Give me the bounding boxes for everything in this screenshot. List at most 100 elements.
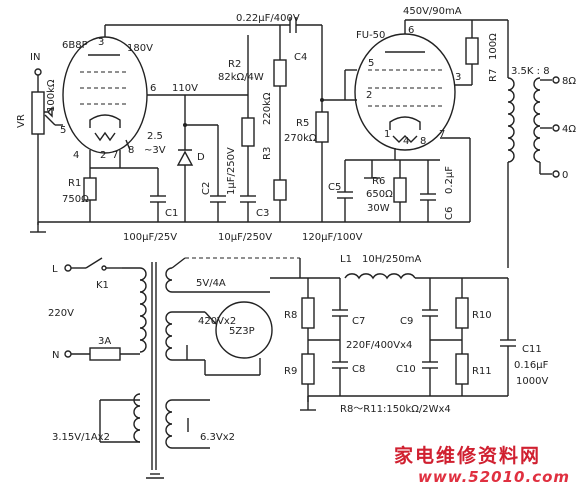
v1-pin6-label: 6 [150,83,156,94]
c5-value-label: 120μF/100V [302,232,363,243]
r10-label: R10 [472,310,492,321]
rect-label: 5Z3P [229,326,255,337]
r6-power-label: 30W [367,203,390,214]
c6-label: C6 [444,207,455,220]
tap-0-label: 0 [562,170,568,181]
r5-label: R5 [296,118,309,129]
vr-potentiometer [31,91,45,135]
l1-value-label: 10H/250mA [362,254,421,265]
tap-4-terminal [552,124,560,132]
v2-type-label: FU-50 [356,30,385,41]
r3-label: R3 [262,147,273,160]
v2-pin1-label: 1 [384,129,390,140]
r3-value-label: 220kΩ [262,92,273,125]
r2-resistor [273,59,287,87]
tap-8-terminal [552,76,560,84]
v1-plate-voltage-label: 180V [127,43,153,54]
v2-pin7-label: 7 [439,129,445,140]
output-transformer-primary [507,77,515,163]
r11-resistor [455,353,469,385]
r5-value-label: 270kΩ [284,133,317,144]
c7-label: C7 [352,316,365,327]
r6-value-label: 650Ω [366,189,393,200]
v2-pin3-label: 3 [455,72,461,83]
v1-pin8-label: 8 [128,145,134,156]
fil1-label: 3.15V/1Ax2 [52,432,110,443]
r7-value-label: 100Ω [488,33,499,60]
vr-label: VR [16,114,27,128]
bias-label: 2.5 [147,131,163,142]
tube-6b8p-internals [80,54,126,142]
c11-voltage-label: 1000V [516,376,548,387]
v2-pin6-label: 6 [408,25,414,36]
c3-label: C3 [256,208,269,219]
zener-diode-d [176,149,194,166]
c11-label: C11 [522,344,542,355]
v2-pin2-label: 2 [366,90,372,101]
r7-resistor [465,37,479,65]
r9-resistor [301,353,315,385]
c10-label: C10 [396,364,416,375]
ot-ratio-label: 3.5K : 8 [511,66,550,77]
fuse-label: 3A [98,336,111,347]
c1-value-label: 100μF/25V [123,232,177,243]
input-terminal [34,68,42,76]
c4-label: C4 [294,52,307,63]
r10-resistor [455,297,469,329]
r2-value-label: 82kΩ/4W [218,72,264,83]
fil2-winding [165,399,173,449]
r8-resistor [301,297,315,329]
c7c8-value-label: 220F/400Vx4 [346,340,412,351]
rectifier-5z3p [215,301,273,359]
r1-value-label: 750Ω [62,194,89,205]
v1-pin2-label: 2 [100,150,106,161]
tube-fu50-internals [368,51,442,143]
k1-label: K1 [96,280,109,291]
r11-label: R11 [472,366,492,377]
r5-resistor [315,111,329,143]
r8-r11-value-label: R8～R11:150kΩ/2Wx4 [340,404,451,415]
c4-value-label: 0.22μF/400V [236,13,300,24]
power-transformer-primary [139,267,147,353]
v2-pin5-label: 5 [368,58,374,69]
r2-label: R2 [228,59,241,70]
c8-label: C8 [352,364,365,375]
rect-filament-winding [165,267,173,293]
v2-pin8-label: 8 [420,136,426,147]
n-label: N [52,350,59,361]
r7-label: R7 [488,69,499,82]
watermark-chinese: 家电维修资料网 [394,444,541,467]
tap-0-terminal [552,170,560,178]
v1-pin5-label: 5 [60,125,66,136]
c11-value-label: 0.16μF [514,360,549,371]
hv-winding [165,311,173,361]
switch-k1 [85,257,103,269]
v2-plate-voltage-label: 450V/90mA [403,6,462,17]
c6-value-label: 0.2μF [444,166,455,194]
c2-label: C2 [201,182,212,195]
input-label: IN [30,52,40,63]
v110-label: 110V [172,83,198,94]
v2-pin4-label: 4 [403,136,409,147]
c5-label: C5 [328,182,341,193]
c3-value-label: 10μF/250V [218,232,272,243]
vr-value-label: 100kΩ [46,79,57,112]
c2-value-label: 1μF/250V [226,147,237,195]
tap-4-label: 4Ω [562,124,576,135]
tap-8-label: 8Ω [562,76,576,87]
fil2-label: 6.3Vx2 [200,432,235,443]
r8-label: R8 [284,310,297,321]
mains-label: 220V [48,308,74,319]
v1-type-label: 6B8P [62,40,88,51]
r1-label: R1 [68,178,81,189]
choke-l1 [344,273,416,280]
output-transformer-secondary [533,77,541,163]
l1-label: L1 [340,254,352,265]
fuse-3a [89,347,121,361]
v1-pin3-label: 3 [98,37,104,48]
v1-pin4-label: 4 [73,150,79,161]
c1-label: C1 [165,208,178,219]
d-label: D [197,152,205,163]
